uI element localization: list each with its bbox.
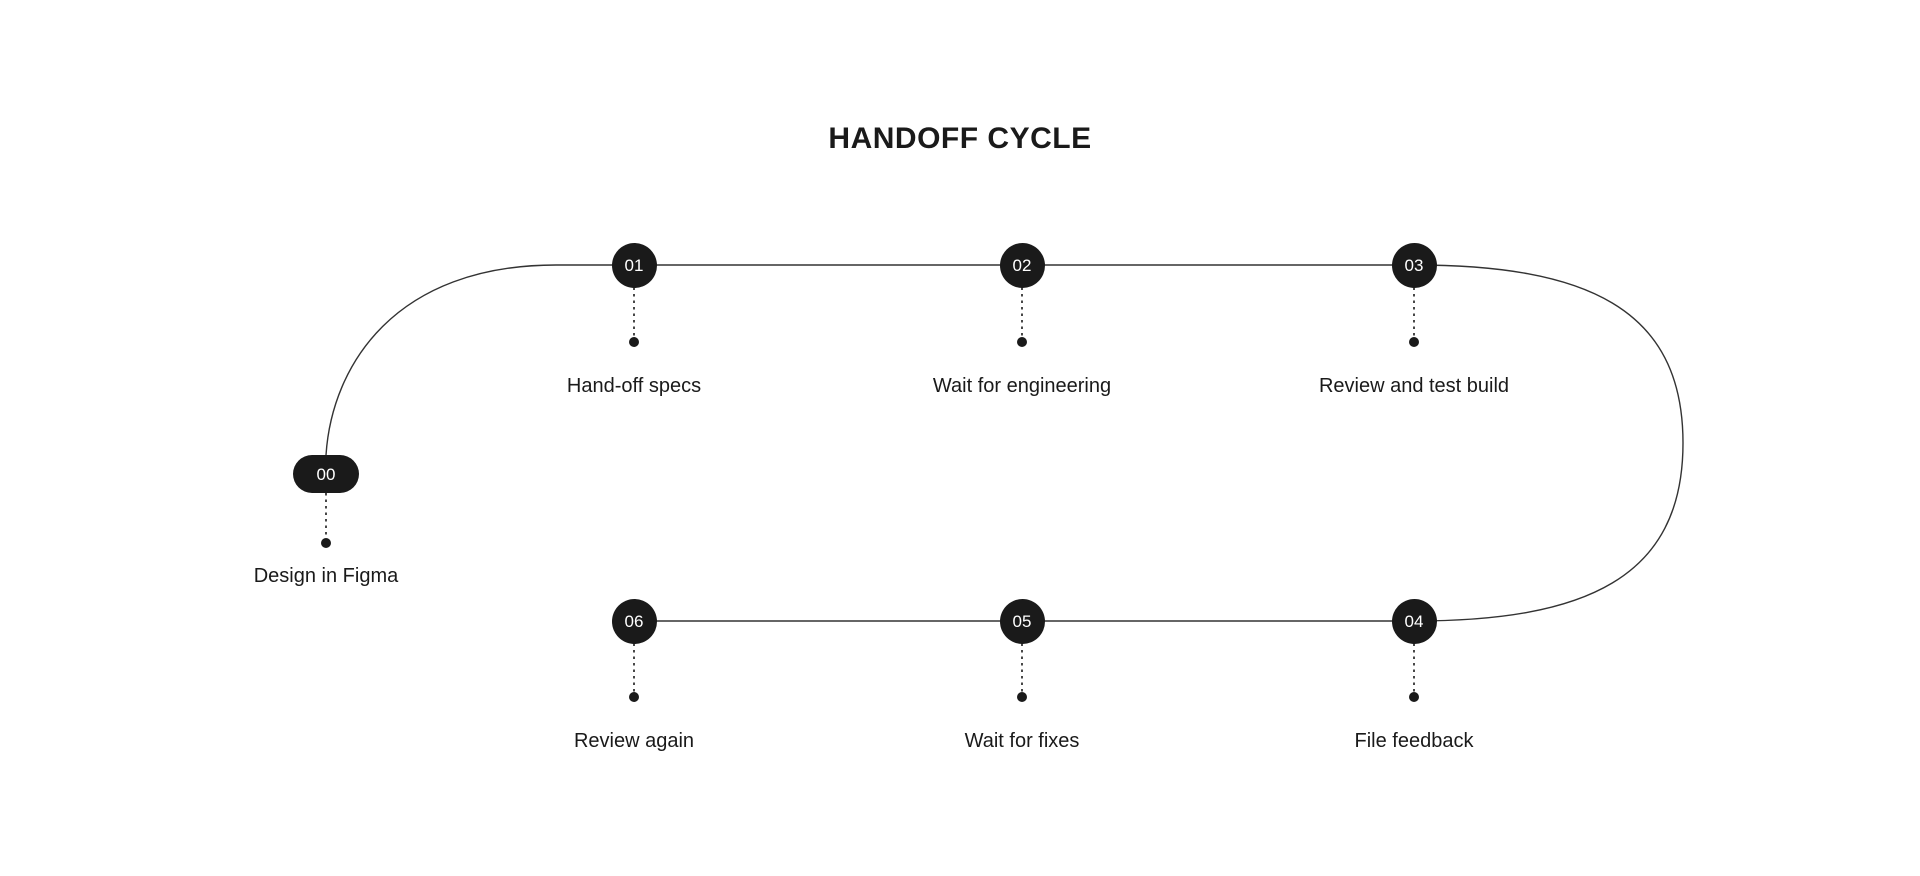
terminal-dot-02 — [1017, 337, 1027, 347]
terminal-dot-06 — [629, 692, 639, 702]
step-node-00[interactable]: 00 — [293, 455, 359, 493]
page-title: HANDOFF CYCLE — [828, 122, 1092, 155]
step-label-00: Design in Figma — [253, 565, 399, 587]
step-label-03: Review and test build — [1318, 375, 1510, 397]
step-node-03[interactable]: 03 — [1391, 242, 1437, 288]
step-node-01[interactable]: 01 — [611, 242, 657, 288]
step-label-02: Wait for engineering — [932, 375, 1112, 397]
step-label-05: Wait for fixes — [964, 730, 1080, 752]
step-node-02[interactable]: 02 — [999, 242, 1045, 288]
step-node-04[interactable]: 04 — [1391, 598, 1437, 644]
connector-03-to-04 — [1413, 264, 1684, 622]
terminal-dot-05 — [1017, 692, 1027, 702]
terminal-dot-03 — [1409, 337, 1419, 347]
step-node-06[interactable]: 06 — [611, 598, 657, 644]
connector-00-to-01 — [325, 264, 634, 456]
terminal-dot-01 — [629, 337, 639, 347]
terminal-dot-00 — [321, 538, 331, 548]
step-label-04: File feedback — [1354, 730, 1474, 752]
step-node-05[interactable]: 05 — [999, 598, 1045, 644]
terminal-dot-04 — [1409, 692, 1419, 702]
step-label-06: Review again — [573, 730, 695, 752]
step-label-01: Hand-off specs — [566, 375, 702, 397]
